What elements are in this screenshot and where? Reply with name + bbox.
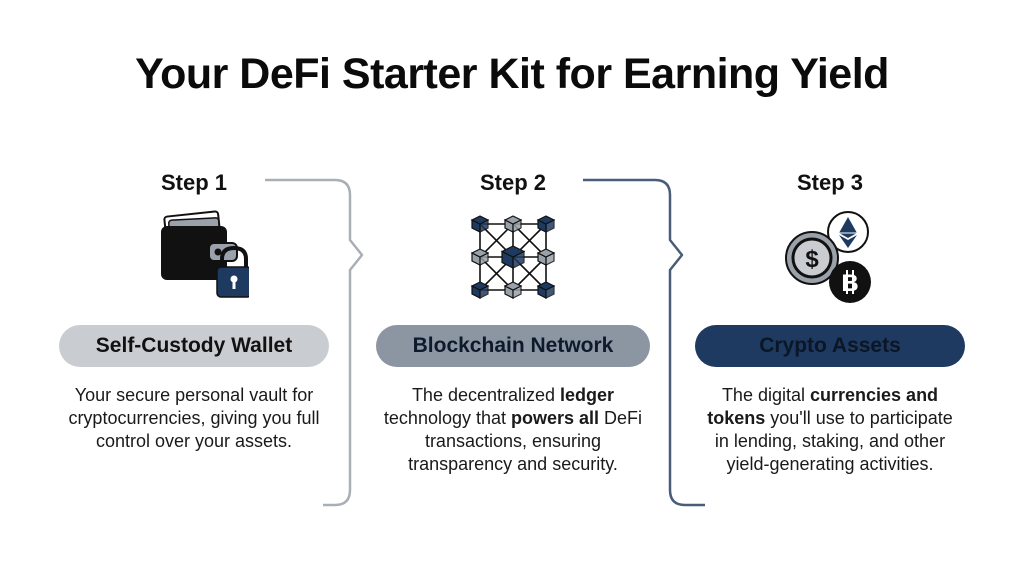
desc-text: you'll use to participate in lending, st… [714, 408, 953, 474]
wallet-lock-icon [49, 210, 339, 304]
page-title: Your DeFi Starter Kit for Earning Yield [135, 50, 889, 98]
desc-text: technology that [383, 408, 512, 428]
chain-block [503, 215, 523, 233]
chain-block [503, 281, 523, 299]
step-3-label: Step 3 [796, 170, 864, 195]
desc-bold: ledger [560, 385, 615, 405]
chain-block [470, 281, 490, 299]
step-3-column: Step 3 $ B Crypto Asse [685, 0, 975, 572]
step-2-label: Step 2 [479, 170, 547, 195]
chain-block [536, 281, 556, 299]
chain-block [536, 215, 556, 233]
bitcoin-symbol: B [841, 270, 858, 297]
chain-block [470, 215, 490, 233]
crypto-coins-icon: $ B [685, 210, 975, 304]
desc-text: DeFi transactions, ensuring transparency… [408, 408, 643, 474]
step-1-title-pill: Self-Custody Wallet [59, 325, 329, 367]
desc-bold: currencies and tokens [707, 385, 939, 428]
dollar-symbol: $ [805, 246, 819, 273]
step-1-label: Step 1 [160, 170, 228, 195]
desc-text: The digital [721, 385, 810, 405]
desc-bold: powers all [511, 408, 600, 428]
step-1-description: Your secure personal vault for cryptocur… [59, 384, 329, 453]
bitcoin-coin-icon: B [829, 261, 871, 303]
chain-block [536, 248, 556, 266]
connector-step1-to-step2 [265, 178, 364, 507]
step-3-description: The digital currencies and tokens you'll… [703, 384, 957, 476]
step-1-column: Step 1 Self-Custody Wallet Your secure p… [49, 0, 339, 572]
step-3-title-pill: Crypto Assets [695, 325, 965, 367]
chain-block [500, 245, 526, 269]
chain-block [470, 248, 490, 266]
desc-text: Your secure personal vault for cryptocur… [68, 385, 320, 451]
ethereum-coin-icon [827, 211, 869, 253]
dollar-coin-icon: $ [785, 231, 839, 285]
step-2-description: The decentralized ledger technology that… [382, 384, 644, 476]
blockchain-network-icon [368, 210, 658, 304]
step-2-title-pill: Blockchain Network [376, 325, 650, 367]
desc-text: The decentralized [411, 385, 561, 405]
connector-step2-to-step3 [583, 178, 705, 507]
step-2-column: Step 2 Blockchain Network The decentrali… [368, 0, 658, 572]
